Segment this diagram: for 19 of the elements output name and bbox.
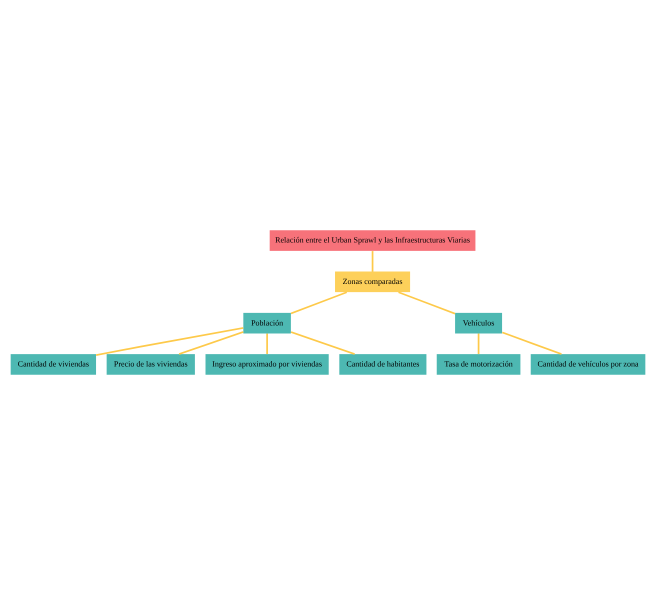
- connector: [266, 333, 268, 354]
- connector: [398, 290, 456, 314]
- connector: [96, 326, 244, 356]
- connector: [478, 333, 480, 354]
- connector: [372, 250, 374, 271]
- connector: [502, 331, 562, 354]
- node-box: Cantidad de habitantes: [339, 354, 426, 374]
- node-box: Cantidad de viviendas: [10, 354, 96, 374]
- node-box: Población: [243, 312, 291, 333]
- node-box: Ingreso aproximado por viviendas: [206, 354, 329, 374]
- connector: [178, 330, 244, 354]
- node-box: Precio de las viviendas: [106, 354, 195, 374]
- node-box: Zonas comparadas: [335, 271, 410, 292]
- node-box: Cantidad de vehículos por zona: [530, 354, 646, 374]
- node-box: Tasa de motorización: [436, 354, 520, 374]
- connector: [290, 290, 348, 314]
- connector: [290, 330, 355, 354]
- node-box: Relación entre el Urban Sprawl y las Infraestructuras Viarias: [270, 230, 476, 250]
- node-box: Vehículos: [455, 312, 502, 333]
